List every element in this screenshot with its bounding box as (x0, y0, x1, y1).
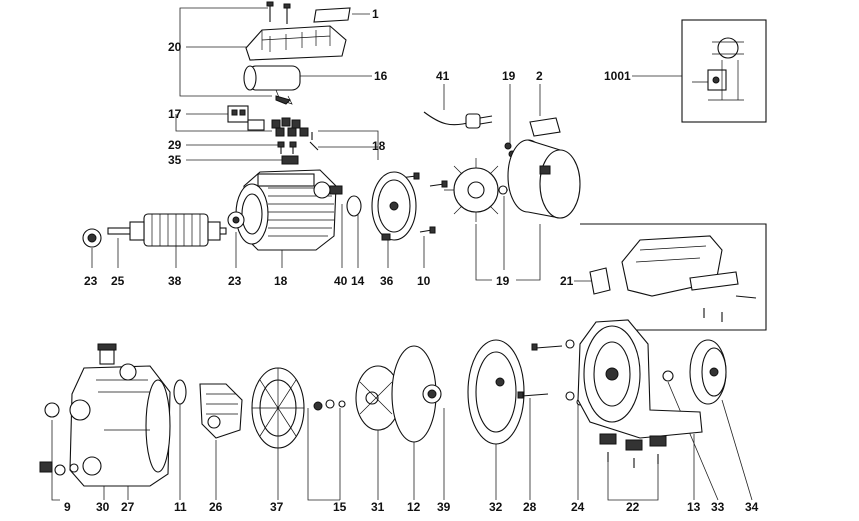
label-23-left: 23 (84, 274, 98, 288)
label-22: 22 (626, 500, 640, 514)
pump-housing (69, 343, 171, 487)
top-screws (266, 1, 291, 24)
fan-impeller (444, 158, 508, 222)
label-23-right: 23 (228, 274, 242, 288)
label-29: 29 (168, 138, 182, 152)
power-cable (423, 111, 493, 129)
intermediate-plate (467, 339, 525, 445)
label-41: 41 (436, 69, 450, 83)
label-21: 21 (560, 274, 574, 288)
label-33: 33 (711, 500, 725, 514)
end-shield (371, 171, 417, 241)
label-16: 16 (374, 69, 388, 83)
bearing-ring (346, 195, 362, 217)
label-20: 20 (168, 40, 182, 54)
label-1: 1 (372, 7, 379, 21)
bearing-right (227, 211, 245, 229)
bearing-left (82, 228, 102, 248)
label-19-bottom: 19 (496, 274, 510, 288)
label-39: 39 (437, 500, 451, 514)
label-34: 34 (745, 500, 759, 514)
label-37: 37 (270, 500, 284, 514)
impeller-nut (313, 399, 346, 411)
label-28: 28 (523, 500, 537, 514)
label-38: 38 (168, 274, 182, 288)
label-36: 36 (380, 274, 394, 288)
label-12: 12 (407, 500, 421, 514)
label-13: 13 (687, 500, 701, 514)
label-15: 15 (333, 500, 347, 514)
part-labels: 1 20 16 17 29 35 18 41 19 2 1001 23 25 3… (64, 7, 759, 514)
label-30: 30 (96, 500, 110, 514)
label-1001: 1001 (604, 69, 631, 83)
label-14: 14 (351, 274, 365, 288)
terminal-cover (245, 25, 347, 61)
switch (227, 105, 265, 131)
label-18-top: 18 (372, 139, 386, 153)
label-35: 35 (168, 153, 182, 167)
handle-assembly-box (580, 223, 767, 331)
o-ring-11 (173, 379, 187, 405)
diffuser (251, 367, 305, 449)
label-10: 10 (417, 274, 431, 288)
label-32: 32 (489, 500, 503, 514)
impeller (355, 365, 401, 431)
wiring-diagram-box (681, 19, 767, 123)
drain-plug (39, 402, 79, 476)
terminal-block (271, 117, 319, 151)
label-19-top: 19 (502, 69, 516, 83)
label-11: 11 (174, 500, 187, 514)
long-bolts (517, 343, 563, 399)
washer-33 (662, 370, 674, 382)
label-40: 40 (334, 274, 348, 288)
label-18-bottom: 18 (274, 274, 288, 288)
label-26: 26 (209, 500, 223, 514)
motor-housing (235, 169, 343, 251)
wheel (689, 339, 727, 405)
fan-clip (498, 185, 508, 195)
mechanical-seal (422, 384, 442, 404)
ejector (199, 383, 243, 439)
rotor (107, 213, 227, 247)
label-31: 31 (371, 500, 385, 514)
rubber-feet (599, 433, 667, 468)
nameplate (313, 7, 351, 23)
capacitor (243, 65, 301, 105)
label-9: 9 (64, 500, 71, 514)
leader-lines (51, 7, 753, 501)
label-24: 24 (571, 500, 585, 514)
cable-clamp (281, 155, 299, 165)
warning-label (529, 117, 561, 137)
fan-cover (507, 139, 581, 219)
pump-base (577, 319, 703, 439)
label-27: 27 (121, 500, 135, 514)
label-25: 25 (111, 274, 125, 288)
screw-29 (277, 141, 297, 154)
label-17: 17 (168, 107, 182, 121)
screws-10 (399, 172, 448, 234)
label-2: 2 (536, 69, 543, 83)
